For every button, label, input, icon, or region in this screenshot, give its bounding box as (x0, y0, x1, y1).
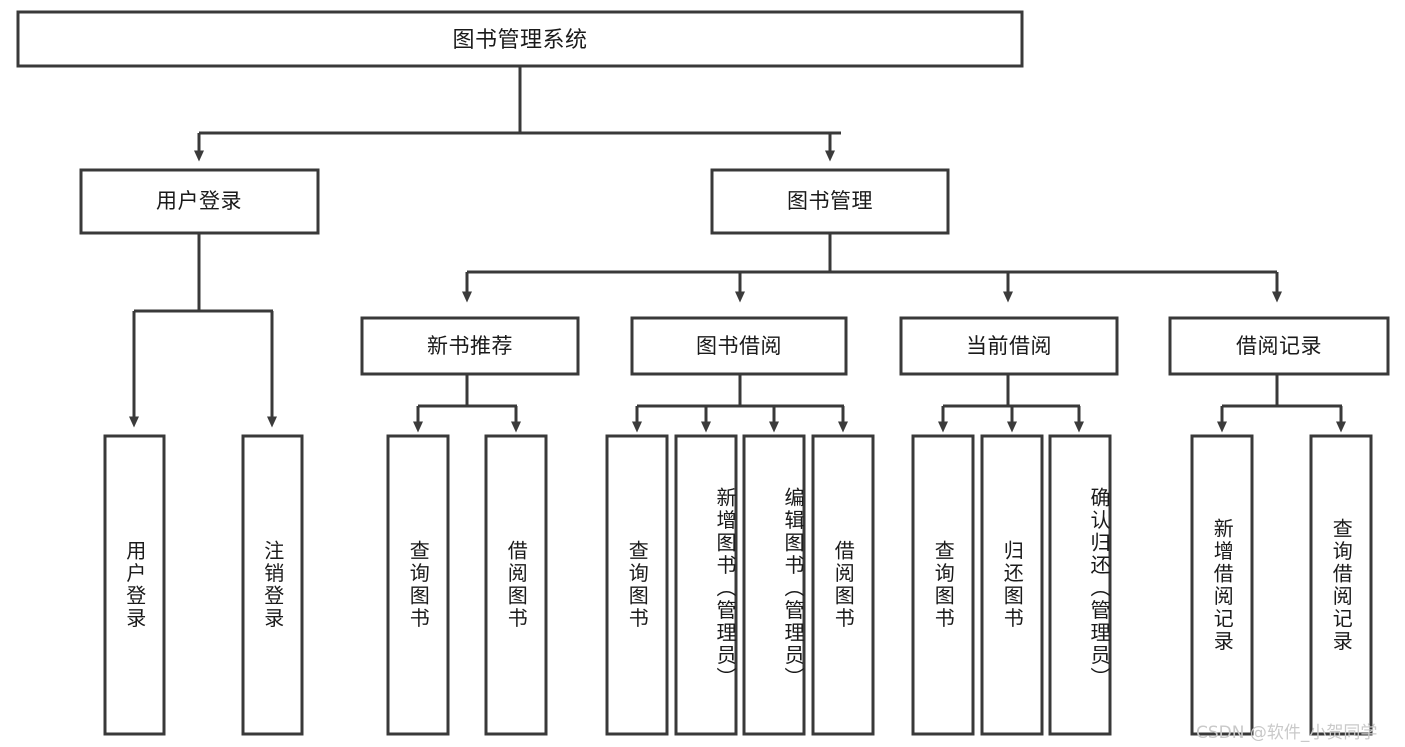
node-user-login-label: 用户登录 (156, 189, 242, 213)
connector-group-book-manage-to-level3 (462, 233, 1282, 303)
leaf-boxes (103, 434, 1373, 736)
node-root-box (16, 10, 1024, 68)
csdn-watermark: CSDN @软件_小贺同学 (1196, 723, 1378, 743)
node-book-borrow[interactable]: 图书借阅 (630, 316, 848, 376)
connector-group-current-borrow-to-leaves (938, 374, 1084, 433)
leaf-add-book-box[interactable] (674, 434, 738, 736)
node-new-book-recommend-box (360, 316, 580, 376)
connector-group-borrow-record-to-leaves (1217, 374, 1346, 433)
node-book-borrow-label: 图书借阅 (696, 334, 782, 358)
node-user-login-box (79, 168, 320, 235)
node-root-label: 图书管理系统 (452, 28, 587, 53)
node-current-borrow[interactable]: 当前借阅 (899, 316, 1119, 376)
leaf-query-book-3-box[interactable] (911, 434, 975, 736)
node-new-book-recommend-label: 新书推荐 (427, 334, 513, 358)
leaf-return-book-box[interactable] (980, 434, 1044, 736)
node-book-manage-label: 图书管理 (787, 189, 873, 213)
node-borrow-record-label: 借阅记录 (1236, 334, 1322, 358)
node-new-book-recommend[interactable]: 新书推荐 (360, 316, 580, 376)
leaf-borrow-book-2-box[interactable] (811, 434, 875, 736)
leaf-borrow-book-1-box[interactable] (484, 434, 548, 736)
leaf-add-record-box[interactable] (1190, 434, 1254, 736)
node-root[interactable]: 图书管理系统 (16, 10, 1024, 68)
connector-group-book-borrow-to-leaves (632, 374, 848, 433)
connector-group-new-book-recommend-to-leaves (413, 374, 521, 433)
node-book-manage-box (710, 168, 950, 235)
leaf-query-record-box[interactable] (1309, 434, 1373, 736)
leaf-query-book-2-box[interactable] (605, 434, 669, 736)
leaf-edit-book-box[interactable] (742, 434, 806, 736)
node-user-login[interactable]: 用户登录 (79, 168, 320, 235)
leaf-user-logout-box[interactable] (241, 434, 304, 736)
node-current-borrow-box (899, 316, 1119, 376)
leaf-confirm-return-box[interactable] (1048, 434, 1112, 736)
connector-group-root-to-level2 (194, 66, 841, 162)
node-borrow-record-box (1168, 316, 1390, 376)
connector-group-user-login-to-leaves (129, 233, 277, 428)
node-borrow-record[interactable]: 借阅记录 (1168, 316, 1390, 376)
node-book-borrow-box (630, 316, 848, 376)
node-book-manage[interactable]: 图书管理 (710, 168, 950, 235)
leaf-query-book-1-box[interactable] (386, 434, 450, 736)
leaf-user-login-box[interactable] (103, 434, 166, 736)
node-current-borrow-label: 当前借阅 (966, 334, 1052, 358)
